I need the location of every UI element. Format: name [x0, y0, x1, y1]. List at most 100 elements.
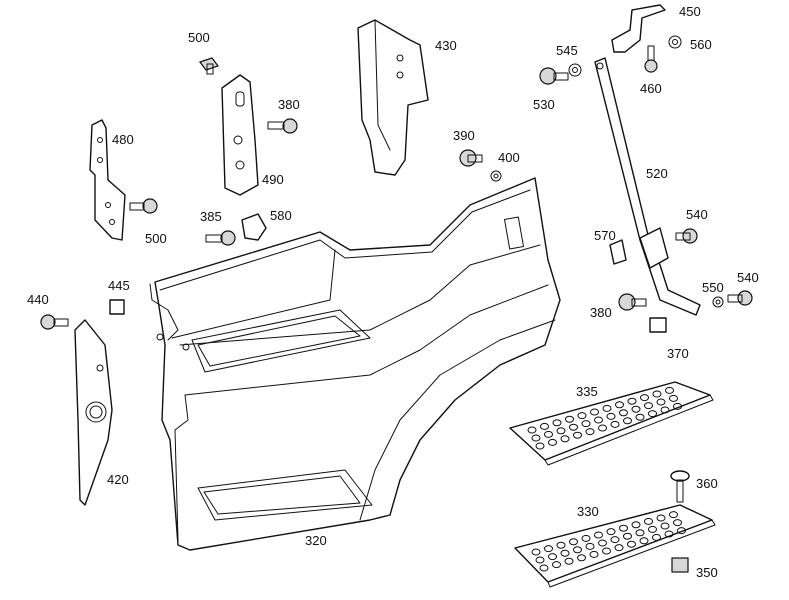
tread-335-hole [540, 422, 549, 430]
tread-335-hole [602, 404, 612, 412]
tread-330-hole [535, 556, 545, 564]
tread-330-hole [614, 544, 624, 552]
tread-335-hole [619, 409, 628, 417]
callout-part-580: 580 [270, 208, 292, 223]
tread-335-hole [669, 394, 678, 402]
tread-330-hole [660, 522, 670, 530]
tread-335-hole [531, 434, 541, 442]
nut-370 [649, 317, 667, 333]
tread-330-hole [664, 530, 674, 538]
tread-330-hole [544, 545, 553, 553]
tread-330-hole [635, 529, 645, 537]
tread-330-hole [531, 548, 541, 556]
tread-330-hole [610, 536, 620, 544]
nut-350 [671, 557, 689, 573]
washer-545 [568, 63, 582, 77]
tread-335-hole [665, 386, 674, 394]
bolt-390 [459, 149, 483, 167]
tread-335-hole [652, 390, 662, 398]
tread-335-hole [577, 412, 587, 420]
tread-330-hole [556, 541, 566, 549]
tread-335-hole [656, 398, 666, 406]
tread-330-hole [644, 517, 653, 525]
tread-330-hole [673, 519, 682, 527]
tread-330-hole [552, 561, 561, 569]
tread-330-hole [648, 525, 657, 533]
callout-part-360: 360 [696, 476, 718, 491]
callout-part-430: 430 [435, 38, 457, 53]
tread-330-hole [577, 554, 586, 562]
tread-335-hole [573, 431, 582, 439]
tread-335-hole [610, 420, 620, 428]
tread-335-hole [585, 428, 595, 436]
bolt-540-b [727, 290, 753, 306]
callout-part-350: 350 [696, 565, 718, 580]
callout-part-385: 385 [200, 209, 222, 224]
tread-330-hole [564, 557, 574, 565]
tread-335-hole [648, 410, 657, 418]
callout-part-400: 400 [498, 150, 520, 165]
support-arm-520 [594, 57, 701, 316]
callout-part-420: 420 [107, 472, 129, 487]
tread-335-hole [627, 397, 637, 405]
tread-335-hole [535, 442, 545, 450]
tread-335-hole [560, 435, 570, 443]
bolt-460 [644, 45, 658, 73]
bolt-385 [205, 230, 236, 246]
callout-part-450: 450 [679, 4, 701, 19]
tread-330-hole [598, 539, 607, 547]
callout-part-500-b: 500 [145, 231, 167, 246]
tread-335-hole [598, 424, 607, 432]
tread-330-hole [581, 534, 591, 542]
tread-330-hole [569, 538, 578, 546]
callout-part-545: 545 [556, 43, 578, 58]
callout-part-540-b: 540 [737, 270, 759, 285]
callout-part-540-a: 540 [686, 207, 708, 222]
tread-335-hole [544, 430, 553, 438]
bolt-440 [40, 314, 69, 330]
tread-330-hole [639, 537, 649, 545]
callout-part-380-a: 380 [278, 97, 300, 112]
clip-570 [609, 239, 627, 265]
callout-part-570: 570 [594, 228, 616, 243]
bracket-480 [89, 119, 126, 241]
tread-330-hole [560, 549, 570, 557]
bracket-490 [221, 74, 259, 196]
callout-part-440: 440 [27, 292, 49, 307]
callout-part-530: 530 [533, 97, 555, 112]
tread-335-hole [565, 415, 574, 423]
tread-330-hole [656, 514, 666, 522]
callout-part-335: 335 [576, 384, 598, 399]
tread-330-hole [652, 533, 661, 541]
tread-330-hole [631, 521, 641, 529]
tread-335-hole [527, 426, 537, 434]
tread-330-hole [548, 553, 557, 561]
washer-560 [668, 35, 682, 49]
callout-part-500-a: 500 [188, 30, 210, 45]
callout-part-320: 320 [305, 533, 327, 548]
callout-part-460: 460 [640, 81, 662, 96]
clip-580 [241, 213, 267, 241]
tread-335-hole [581, 420, 591, 428]
tread-330-hole [606, 528, 616, 536]
tread-335-hole [569, 423, 578, 431]
step-housing [149, 177, 561, 551]
tread-330-hole [594, 531, 603, 539]
callout-part-380-b: 380 [590, 305, 612, 320]
plate-420 [74, 319, 113, 506]
tread-330 [514, 504, 716, 588]
bolt-540-a [675, 228, 698, 244]
tread-330-hole [589, 550, 599, 558]
tread-330-hole [669, 511, 678, 519]
washer-550 [712, 296, 724, 308]
callout-part-480: 480 [112, 132, 134, 147]
screw-360 [670, 470, 690, 503]
tread-335-hole [644, 402, 653, 410]
tread-holes [527, 386, 686, 572]
tread-330-hole [602, 547, 611, 555]
tread-335-hole [590, 408, 599, 416]
callout-part-330: 330 [577, 504, 599, 519]
callout-part-390: 390 [453, 128, 475, 143]
